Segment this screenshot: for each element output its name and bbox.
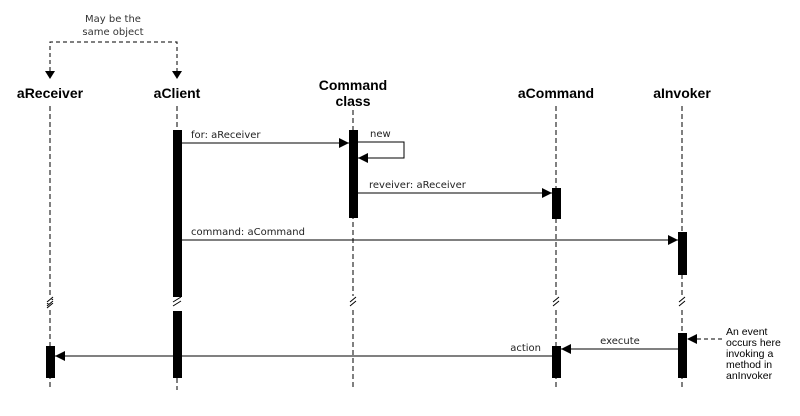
same-object-bracket: [49, 41, 178, 78]
message-command: command: aCommand: [182, 227, 678, 245]
activation-acommand-1: [552, 188, 561, 219]
activation-areceiver: [46, 346, 55, 378]
self-message-arrow: [358, 141, 405, 163]
arrow-down-icon: [172, 71, 182, 79]
message-receiver: reveiver: aReceiver: [358, 180, 552, 198]
lifeline-title-command-class-2: class: [335, 93, 370, 109]
message-label: command: aCommand: [191, 227, 305, 238]
activation-aclient-2: [173, 311, 182, 378]
message-label: action: [510, 343, 541, 354]
note-line: An event: [726, 326, 768, 338]
message-label: for: aReceiver: [191, 130, 261, 141]
activation-aclient-1: [173, 130, 182, 297]
message-label: new: [370, 129, 391, 140]
note-line: occurs here: [726, 337, 781, 349]
message-label: reveiver: aReceiver: [369, 180, 467, 191]
break-symbols: [46, 296, 686, 309]
note-line: anInvoker: [726, 370, 773, 382]
activation-ainvoker-1: [678, 232, 687, 275]
break-icon: [46, 296, 54, 309]
arrow-left-icon: [687, 334, 697, 344]
same-object-note: May be the same object: [45, 14, 182, 79]
lifeline-title-acommand: aCommand: [518, 85, 594, 101]
note-line-1: May be the: [85, 14, 141, 25]
lifeline-title-ainvoker: aInvoker: [653, 85, 711, 101]
event-note: An event occurs here invoking a method i…: [687, 326, 781, 382]
lifeline-title-command-class-1: Command: [319, 77, 387, 93]
arrow-down-icon: [45, 71, 55, 79]
break-icon: [678, 296, 686, 307]
activation-acommand-2: [552, 346, 561, 378]
message-execute: execute: [561, 336, 678, 354]
lifeline-title-areceiver: aReceiver: [17, 85, 84, 101]
activation-command-class: [349, 130, 358, 218]
message-label: execute: [600, 336, 640, 347]
note-line: invoking a: [726, 348, 773, 360]
note-line: method in: [726, 359, 772, 371]
break-icon: [552, 296, 560, 307]
message-action: action: [55, 343, 552, 361]
activation-ainvoker-2: [678, 333, 687, 378]
message-new: new: [358, 129, 405, 163]
break-icon: [349, 296, 357, 307]
message-for: for: aReceiver: [182, 130, 349, 148]
note-line-2: same object: [82, 27, 143, 38]
break-icon: [172, 296, 182, 307]
lifeline-title-aclient: aClient: [154, 85, 201, 101]
